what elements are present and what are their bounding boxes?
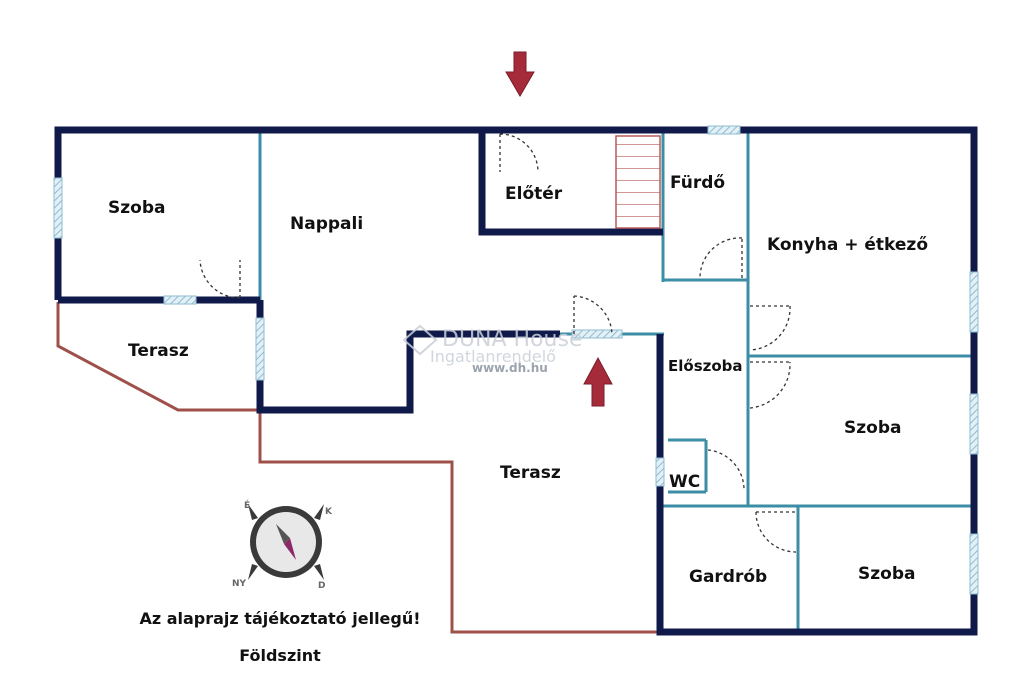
compass-east-label: K — [325, 507, 333, 517]
entrance-arrow-terrace — [583, 356, 613, 407]
terrace-west-outline — [56, 302, 260, 412]
room-label-konyha: Konyha + étkező — [767, 235, 928, 255]
room-label-nappali: Nappali — [290, 214, 363, 234]
windows — [53, 125, 979, 595]
room-label-wc: WC — [669, 472, 700, 492]
watermark-sub: Ingatlanrendelő — [430, 347, 556, 366]
outer-walls — [54, 126, 978, 636]
compass-needle-north-icon — [276, 524, 290, 544]
staircase — [615, 135, 661, 229]
room-label-eloszoba: Előszoba — [668, 357, 743, 375]
terrace-south-outline — [258, 412, 660, 634]
door-konyha — [749, 305, 791, 351]
room-label-terasz-s: Terasz — [500, 463, 561, 483]
compass-west-label: NY — [232, 579, 247, 589]
compass-needle-south-icon — [284, 538, 296, 560]
window-terrace — [255, 317, 265, 381]
watermark: DUNA House Ingatlanrendelő www.dh.hu — [402, 324, 583, 375]
door-nappali — [573, 295, 613, 335]
door-wc — [707, 449, 745, 491]
room-label-eloter: Előtér — [505, 184, 563, 204]
room-labels: Szoba Nappali Előtér Fürdő Konyha + étke… — [108, 173, 928, 587]
door-eloter — [499, 133, 539, 173]
window-wc — [655, 457, 665, 487]
window-east-3 — [969, 533, 979, 595]
compass-tick-w-icon — [248, 564, 258, 580]
compass-south-label: D — [318, 581, 325, 591]
compass: É K D NY — [232, 499, 333, 591]
room-label-furdo: Fürdő — [670, 173, 725, 193]
floor-level-label: Földszint — [239, 646, 321, 665]
window-nw-south — [163, 295, 197, 305]
door-gardrob — [755, 511, 797, 553]
door-szoba-e — [749, 361, 791, 409]
doors — [199, 133, 797, 553]
entrance-arrows — [505, 51, 613, 407]
window-terrace-door — [571, 329, 623, 339]
window-east-1 — [969, 271, 979, 333]
watermark-logo-icon — [402, 324, 438, 356]
watermark-url: www.dh.hu — [472, 361, 548, 375]
compass-tick-n-icon — [248, 504, 258, 520]
room-label-gardrob: Gardrób — [689, 567, 767, 587]
door-furdo — [699, 237, 743, 279]
window-east-2 — [969, 393, 979, 455]
room-label-terasz-w: Terasz — [128, 341, 189, 361]
room-label-szoba-nw: Szoba — [108, 198, 165, 218]
door-szoba-nw — [199, 259, 241, 299]
terrace-outlines — [56, 302, 660, 634]
room-label-szoba-se: Szoba — [858, 564, 915, 584]
compass-tick-e-icon — [314, 504, 324, 520]
entrance-arrow-north — [505, 51, 535, 97]
compass-north-label: É — [244, 499, 250, 511]
window-north — [707, 125, 741, 135]
room-label-szoba-e: Szoba — [844, 418, 901, 438]
window-nw-west — [53, 177, 63, 239]
compass-tick-s-icon — [314, 564, 324, 580]
disclaimer-note: Az alaprajz tájékoztató jellegű! — [139, 609, 421, 628]
watermark-brand: DUNA House — [442, 327, 583, 352]
